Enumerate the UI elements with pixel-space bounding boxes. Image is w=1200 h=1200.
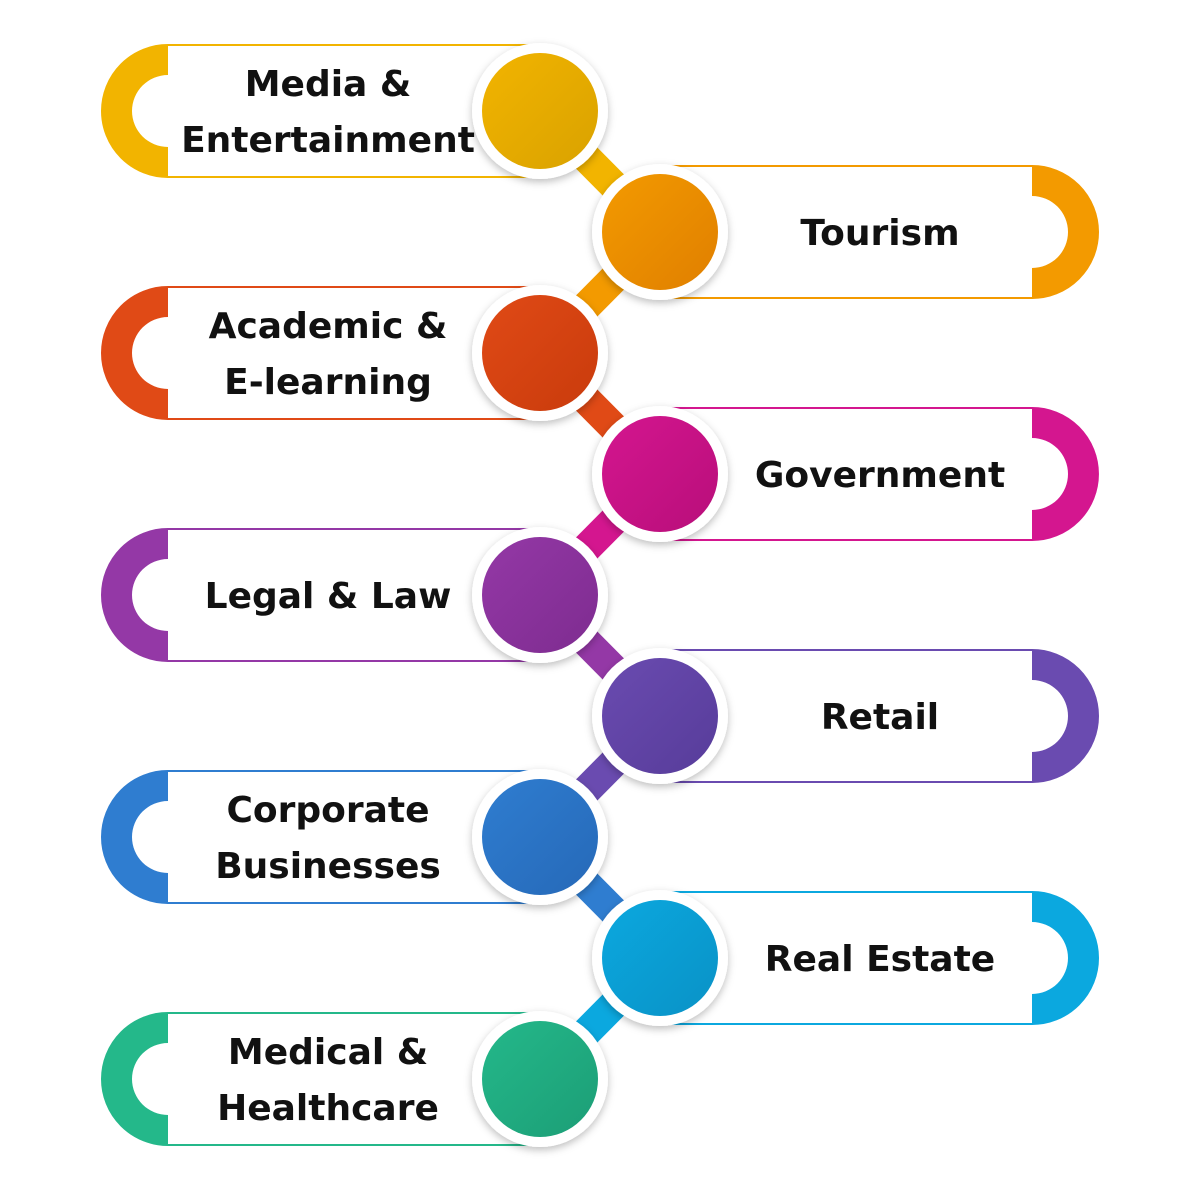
node-circle-retail [592, 648, 728, 784]
node-circle-academic-and-e-learning [472, 285, 608, 421]
item-label: Real Estate [765, 939, 995, 980]
card-cap [1032, 166, 1098, 298]
node-fill [482, 779, 598, 895]
node-fill [602, 416, 718, 532]
item-label: Medical & [228, 1032, 428, 1073]
card-real-estate: Real Estate [660, 891, 1099, 1025]
node-circle-legal-and-law [472, 527, 608, 663]
item-label: Legal & Law [205, 576, 452, 617]
item-label: Entertainment [181, 120, 475, 161]
card-tourism: Tourism [660, 165, 1099, 299]
card-cap [102, 287, 168, 419]
node-fill [482, 537, 598, 653]
node-circle-real-estate [592, 890, 728, 1026]
card-legal-and-law: Legal & Law [101, 528, 540, 662]
card-academic-and-e-learning: Academic & E-learning [101, 286, 540, 420]
card-medical-and-healthcare: Medical & Healthcare [101, 1012, 540, 1146]
card-cap [102, 771, 168, 903]
card-cap [1032, 892, 1098, 1024]
item-label: Academic & [209, 306, 448, 347]
node-fill [602, 658, 718, 774]
item-label: Healthcare [217, 1088, 439, 1129]
item-label: Corporate [226, 790, 429, 831]
node-circle-corporate-businesses [472, 769, 608, 905]
item-label: E-learning [224, 362, 432, 403]
item-label: Media & [245, 64, 412, 105]
item-label: Tourism [800, 213, 959, 254]
card-cap [102, 1013, 168, 1145]
card-cap [102, 45, 168, 177]
node-fill [602, 174, 718, 290]
card-government: Government [660, 407, 1099, 541]
node-circle-media-and-entertainment [472, 43, 608, 179]
node-circle-tourism [592, 164, 728, 300]
item-label: Businesses [215, 846, 441, 887]
item-label: Retail [821, 697, 939, 738]
card-retail: Retail [660, 649, 1099, 783]
node-circle-medical-and-healthcare [472, 1011, 608, 1147]
node-fill [482, 53, 598, 169]
card-media-and-entertainment: Media & Entertainment [101, 44, 540, 178]
node-fill [482, 295, 598, 411]
node-fill [482, 1021, 598, 1137]
item-label: Government [755, 455, 1005, 496]
circle-layer [472, 43, 728, 1147]
card-cap [1032, 408, 1098, 540]
node-circle-government [592, 406, 728, 542]
card-cap [102, 529, 168, 661]
card-cap [1032, 650, 1098, 782]
node-fill [602, 900, 718, 1016]
